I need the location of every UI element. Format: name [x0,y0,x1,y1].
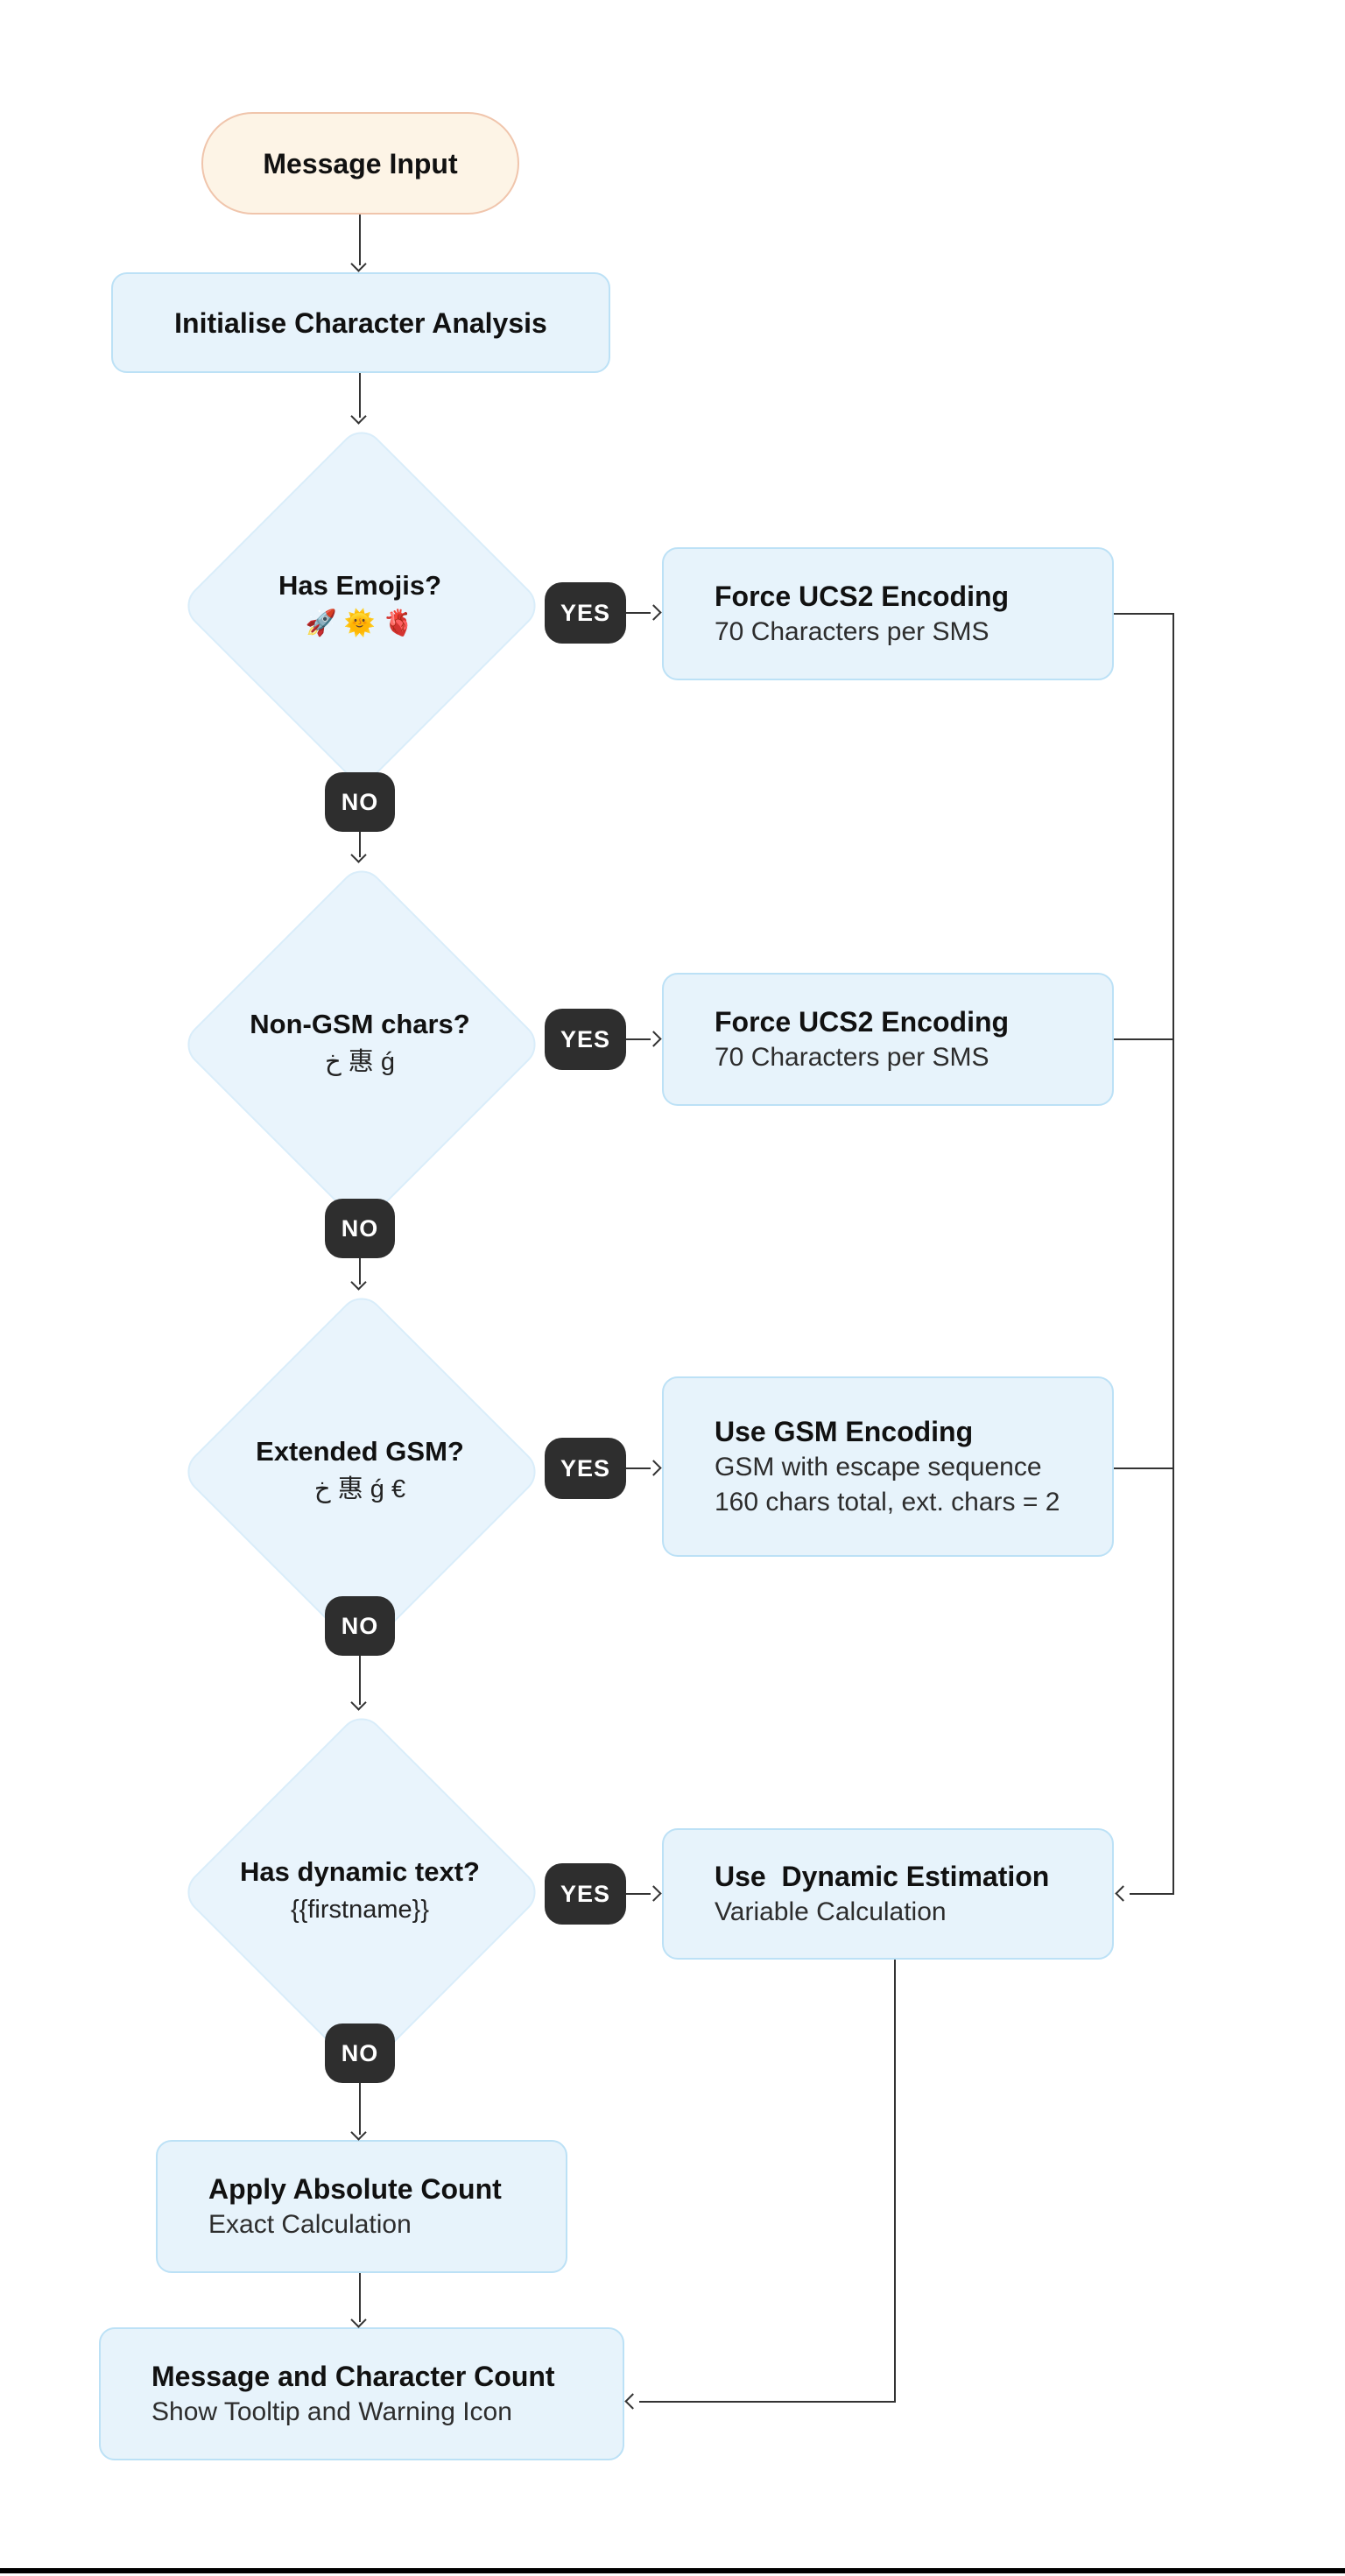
node-message-input: Message Input [201,112,519,215]
edge-r4-to-final [639,2401,896,2403]
arrowhead-absolute-to-final [350,2312,367,2328]
arrowhead-yes1-to-r1 [645,604,662,621]
emoji-examples: 🚀 🌞 🫀 [305,609,415,637]
edge-rail-to-r4 [1130,1893,1174,1895]
extended-gsm-examples: خ 惠 ǵ € [313,1475,406,1503]
arrowhead-no2-to-d3 [350,1274,367,1291]
edge-init-to-d1 [359,373,361,418]
node-apply-absolute-count: Apply Absolute Count Exact Calculation [156,2140,567,2273]
edge-yes3-to-r3 [626,1467,651,1469]
edge-r1-to-rail [1114,613,1174,615]
badge-no-2: NO [325,1199,395,1258]
badge-no-4: NO [325,2023,395,2083]
node-initialise-character-analysis: Initialise Character Analysis [111,272,610,373]
arrowhead-no4-to-absolute [350,2124,367,2141]
rail-vertical [1172,613,1174,1895]
bottom-divider [0,2568,1345,2573]
arrowhead-no1-to-d2 [350,847,367,863]
decision-non-gsm-chars-label: Non-GSM chars? خ 惠 ǵ [250,1009,470,1076]
arrowhead-rail-to-r4 [1115,1885,1131,1902]
dynamic-text-examples: {{firstname}} [291,1896,429,1924]
decision-has-emojis-label: Has Emojis? 🚀 🌞 🫀 [278,570,442,637]
badge-yes-2: YES [545,1009,626,1070]
edge-yes2-to-r2 [626,1038,651,1040]
edge-no2-to-d3 [359,1258,361,1284]
edge-r2-to-rail [1114,1038,1174,1040]
arrowhead-yes2-to-r2 [645,1031,662,1047]
arrowhead-r4-to-final [624,2393,641,2410]
decision-has-dynamic-text-label: Has dynamic text? {{firstname}} [240,1856,480,1924]
decision-extended-gsm-label: Extended GSM? خ 惠 ǵ € [256,1436,464,1503]
edge-yes1-to-r1 [626,612,651,614]
node-message-input-label: Message Input [263,147,458,179]
arrowhead-init-to-d1 [350,408,367,425]
badge-yes-1: YES [545,582,626,644]
arrowhead-no3-to-d4 [350,1694,367,1711]
edge-absolute-to-final [359,2273,361,2322]
badge-yes-4: YES [545,1863,626,1925]
badge-yes-3: YES [545,1438,626,1499]
edge-start-to-init [359,215,361,265]
arrowhead-yes4-to-r4 [645,1885,662,1902]
node-force-ucs2-1: Force UCS2 Encoding 70 Characters per SM… [662,547,1114,680]
node-force-ucs2-2: Force UCS2 Encoding 70 Characters per SM… [662,973,1114,1106]
edge-r4-down [894,1960,896,2403]
badge-no-3: NO [325,1596,395,1656]
badge-no-1: NO [325,772,395,832]
edge-no4-to-absolute [359,2083,361,2135]
node-use-gsm-encoding: Use GSM Encoding GSM with escape sequenc… [662,1376,1114,1557]
edge-r3-to-rail [1114,1467,1174,1469]
edge-no1-to-d2 [359,832,361,857]
edge-yes4-to-r4 [626,1893,651,1895]
node-use-dynamic-estimation: Use Dynamic Estimation Variable Calculat… [662,1828,1114,1960]
arrowhead-start-to-init [350,256,367,272]
non-gsm-examples: خ 惠 ǵ [325,1048,395,1076]
node-init-label: Initialise Character Analysis [174,306,547,339]
edge-no3-to-d4 [359,1656,361,1705]
node-message-and-character-count: Message and Character Count Show Tooltip… [99,2327,624,2460]
arrowhead-yes3-to-r3 [645,1460,662,1476]
